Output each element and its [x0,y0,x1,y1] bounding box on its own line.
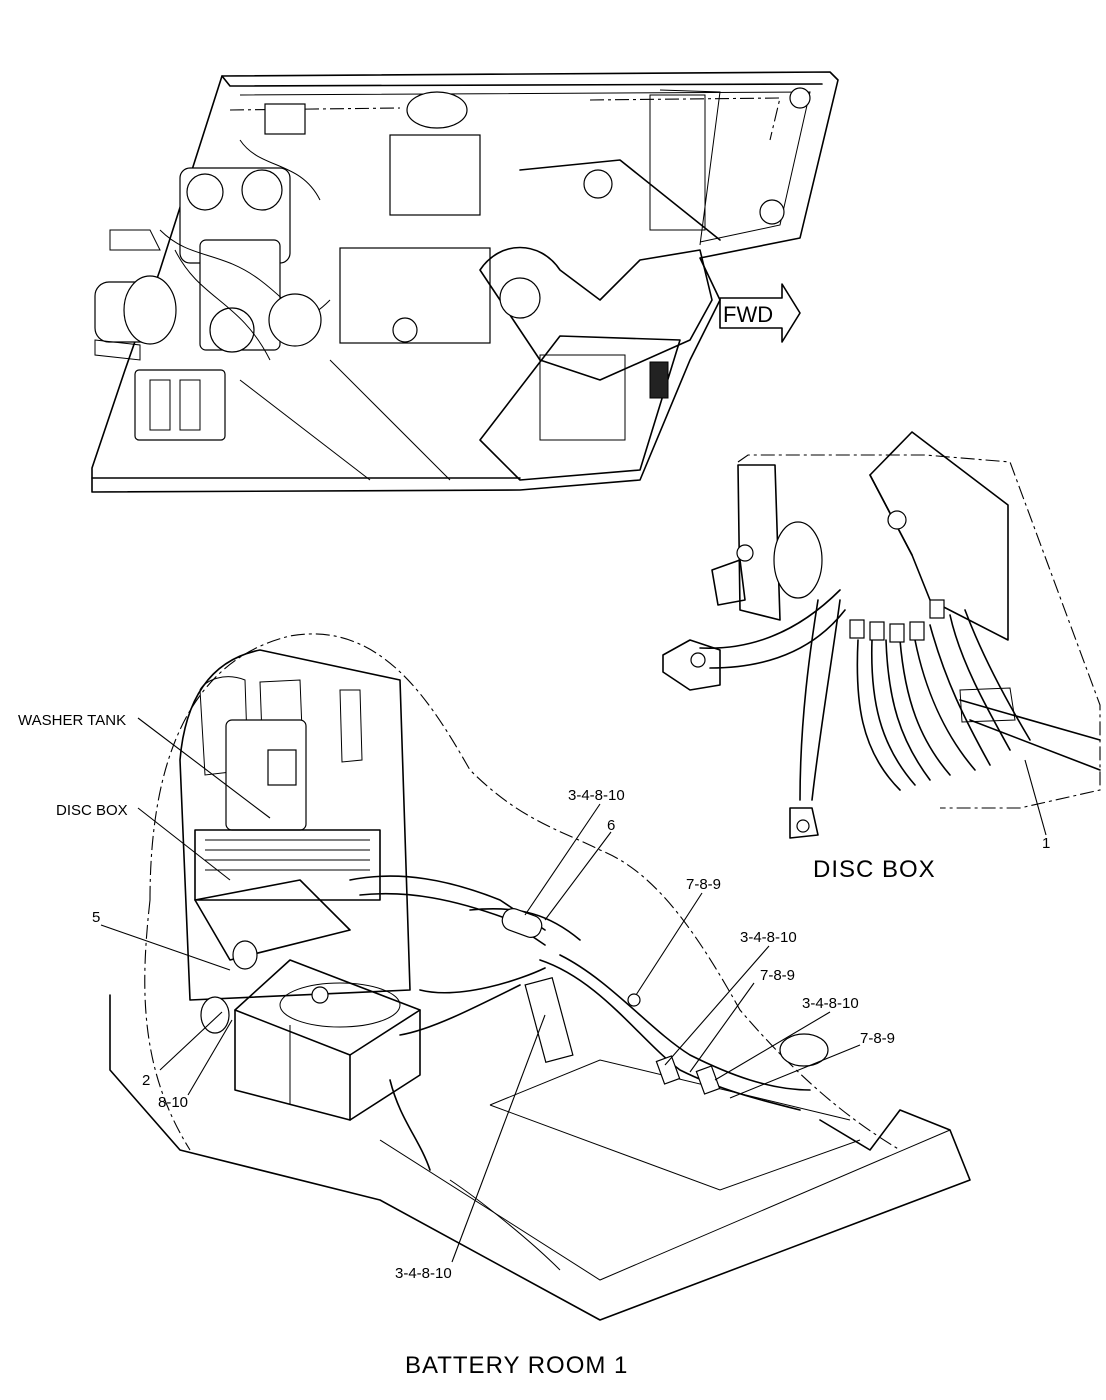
callout-6: 6 [607,817,615,834]
disc-box-detail-view: 1 [662,431,1101,852]
callout-leaders [100,717,861,1263]
fwd-arrow: FWD [719,283,801,343]
battery [234,959,421,1121]
callout-disc-box: DISC BOX [56,802,128,819]
fwd-label: FWD [723,302,773,327]
callout-3-4-8-10-a: 3-4-8-10 [568,787,625,804]
callout-3-4-8-10-b: 3-4-8-10 [740,929,797,946]
overall-assembly-view [91,71,839,493]
callout-7-8-9-a: 7-8-9 [686,876,721,893]
callout-3-4-8-10-c: 3-4-8-10 [802,995,859,1012]
relay-box [264,103,306,135]
callout-1: 1 [1042,835,1050,852]
callout-5: 5 [92,909,100,926]
callout-3-4-8-10-d: 3-4-8-10 [395,1265,452,1282]
battery-fan-cover [406,91,468,129]
callout-2: 2 [142,1072,150,1089]
callout-7-8-9-b: 7-8-9 [760,967,795,984]
callout-washer-tank: WASHER TANK [18,712,126,729]
callout-7-8-9-c: 7-8-9 [860,1030,895,1047]
callout-8-10: 8-10 [158,1094,188,1111]
battery-room-view [109,633,971,1321]
battery-room-view-title: BATTERY ROOM 1 [405,1352,628,1379]
disconnect-switch [773,521,823,599]
engine-cluster [94,139,331,441]
disc-box-view-title: DISC BOX [813,856,936,883]
